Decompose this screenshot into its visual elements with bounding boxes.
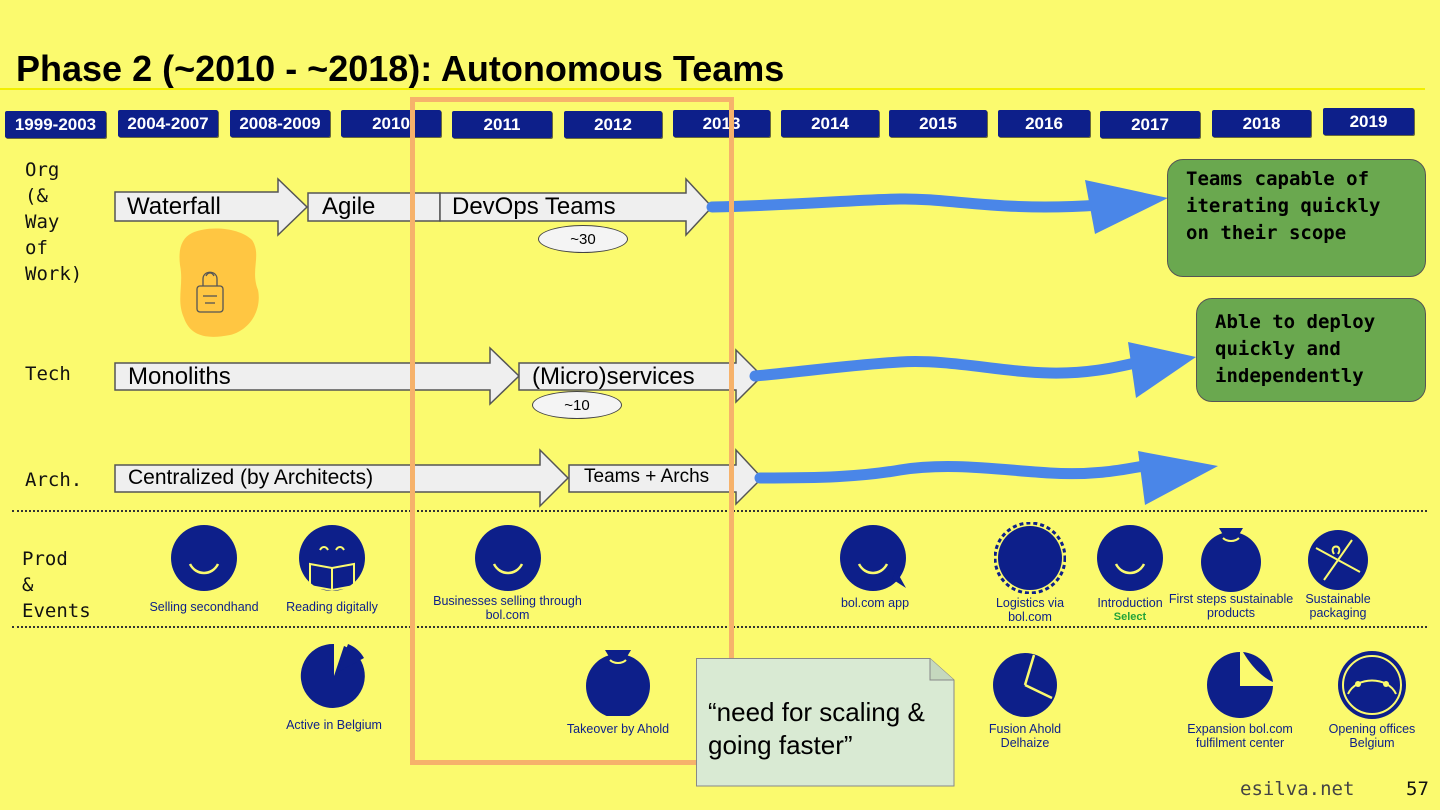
year-box: 2018 — [1212, 110, 1311, 137]
event-bolcom-app: bol.com app — [830, 524, 920, 610]
chat-smiley-icon — [840, 525, 906, 591]
event-label: Reading digitally — [286, 600, 378, 614]
orange-blob — [179, 228, 259, 337]
event-active-belgium: Active in Belgium — [280, 640, 388, 732]
teams-archs-label: Teams + Archs — [584, 466, 710, 487]
service-count-badge: ~10 — [532, 391, 622, 419]
org-outcome-box: Teams capable of iterating quickly on th… — [1167, 159, 1426, 277]
note-fold — [696, 658, 955, 787]
select-label: Select — [1113, 611, 1147, 623]
org-trend-arrowhead — [1085, 180, 1168, 234]
event-label: Logistics via bol.com — [995, 596, 1065, 624]
event-label: Expansion bol.com fulfilment center — [1187, 722, 1293, 750]
row-label-prod: Prod & Events — [22, 548, 91, 622]
teams-archs-arrow — [568, 448, 764, 506]
microservices-arrow — [518, 348, 764, 404]
section-divider — [12, 510, 1427, 512]
ring-face-icon — [1338, 651, 1406, 719]
smiley-icon — [474, 525, 541, 591]
team-count-badge: ~30 — [538, 225, 628, 253]
monoliths-label: Monoliths — [128, 363, 231, 390]
year-box: 2008-2009 — [230, 110, 330, 137]
row-label-tech: Tech — [25, 363, 71, 385]
highlight-frame — [410, 97, 734, 765]
footer-site: esilva.net — [1240, 778, 1355, 800]
year-box: 2012 — [564, 111, 662, 138]
arch-trend-arrowhead — [1138, 451, 1218, 505]
book-face-icon — [299, 525, 365, 592]
bag-icon — [1201, 528, 1261, 592]
year-box: 1999-2003 — [5, 111, 106, 138]
centralized-arrow — [114, 448, 570, 508]
slide-title: Phase 2 (~2010 - ~2018): Autonomous Team… — [16, 48, 785, 89]
section-divider — [12, 626, 1427, 628]
tech-trend-arrow — [749, 354, 1156, 382]
bag-icon — [586, 650, 650, 716]
microservices-label: (Micro)services — [532, 363, 695, 390]
event-selling-secondhand: Selling secondhand — [140, 524, 268, 614]
year-box: 2014 — [781, 110, 879, 137]
agile-label: Agile — [322, 193, 376, 220]
event-expansion-fulfilment: Expansion bol.com fulfilment center — [1176, 648, 1304, 750]
row-label-arch: Arch. — [25, 469, 83, 491]
event-label: Sustainable packaging — [1305, 592, 1371, 620]
event-label: Introduction — [1097, 596, 1163, 610]
event-businesses-selling: Businesses selling through bol.com — [420, 524, 595, 622]
event-sustainable-products: First steps sustainable products — [1166, 524, 1296, 620]
waterfall-arrow — [114, 177, 309, 237]
smiley-icon — [1097, 525, 1163, 591]
row-label-org: Org (& Way of Work) — [25, 159, 83, 285]
year-box: 2019 — [1323, 108, 1414, 135]
devops-arrow — [439, 177, 714, 237]
year-box: 2016 — [998, 110, 1090, 137]
event-label: Businesses selling through bol.com — [433, 594, 582, 622]
monoliths-arrow — [114, 346, 521, 406]
event-logistics: Logistics via bol.com — [985, 522, 1075, 624]
gear-circle-icon — [994, 522, 1066, 594]
tech-outcome-box: Able to deploy quickly and independently — [1196, 298, 1426, 402]
event-label: Selling secondhand — [149, 600, 259, 614]
gift-icon — [1308, 530, 1368, 590]
smiley-icon — [171, 525, 237, 591]
event-fusion-ahold: Fusion Ahold Delhaize — [978, 650, 1072, 750]
event-label: Takeover by Ahold — [566, 722, 670, 736]
page-number: 57 — [1406, 778, 1429, 800]
event-takeover-ahold: Takeover by Ahold — [558, 644, 678, 736]
event-label: First steps sustainable products — [1168, 592, 1294, 620]
event-sustainable-packaging: Sustainable packaging — [1296, 524, 1380, 620]
pie-icon — [300, 643, 365, 708]
org-trend-arrow — [706, 193, 1106, 213]
waterfall-label: Waterfall — [127, 193, 221, 220]
pie-icon — [993, 653, 1057, 717]
event-label: Opening offices Belgium — [1328, 722, 1416, 750]
arch-trend-arrow — [754, 459, 1156, 484]
event-opening-offices: Opening offices Belgium — [1322, 648, 1422, 750]
year-box: 2017 — [1100, 111, 1200, 138]
year-box: 2015 — [889, 110, 987, 137]
year-box: 2004-2007 — [118, 110, 218, 137]
centralized-label: Centralized (by Architects) — [128, 466, 374, 489]
robot-lock-icon — [196, 271, 224, 313]
event-introduction-select: Introduction Select — [1087, 524, 1173, 624]
year-box: 2013 — [673, 110, 770, 137]
tech-trend-arrowhead — [1128, 342, 1196, 398]
event-label: bol.com app — [840, 596, 910, 610]
event-reading-digitally: Reading digitally — [280, 524, 384, 614]
devops-label: DevOps Teams — [452, 193, 616, 220]
event-label: Fusion Ahold Delhaize — [988, 722, 1062, 750]
event-label: Active in Belgium — [286, 718, 382, 732]
sticker-icon — [1207, 652, 1273, 718]
year-box: 2010 — [341, 110, 441, 137]
year-box: 2011 — [452, 111, 552, 138]
quote-note: “need for scaling & going faster” — [696, 658, 954, 786]
title-underline — [0, 88, 1425, 90]
